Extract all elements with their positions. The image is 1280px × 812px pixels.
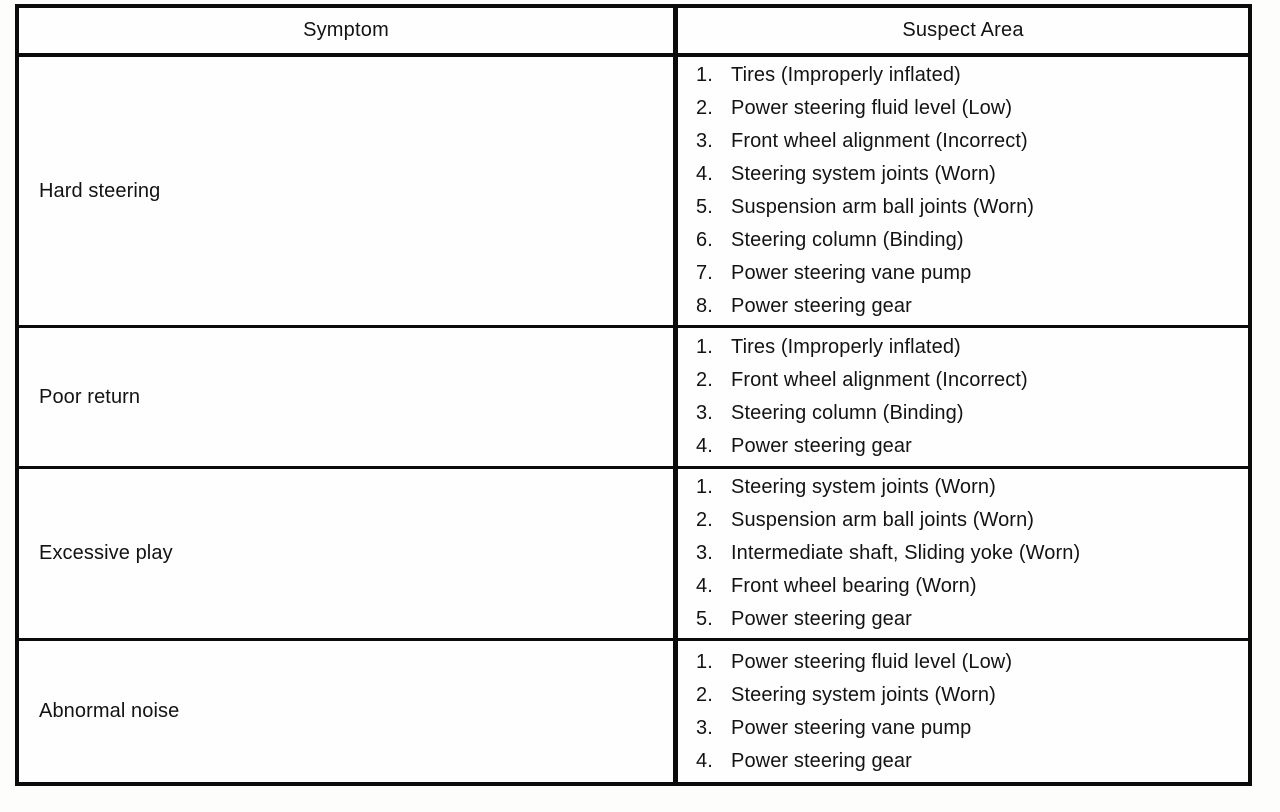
symptom-cell: Abnormal noise xyxy=(19,641,678,782)
suspect-item: 1. Tires (Improperly inflated) xyxy=(696,331,1242,364)
suspect-item-text: Power steering vane pump xyxy=(731,716,972,739)
suspect-item-number: 1. xyxy=(696,64,713,86)
suspect-item-number: 1. xyxy=(696,336,713,358)
suspect-area-cell: 1. Tires (Improperly inflated) 2. Power ste… xyxy=(678,57,1248,325)
suspect-item-text: Tires (Improperly inflated) xyxy=(731,336,961,358)
suspect-item: 3. Front wheel alignment (Incorrect) xyxy=(696,125,1242,158)
suspect-item: 1. Power steering fluid level (Low) xyxy=(696,646,1242,679)
suspect-item-text: Power steering fluid level (Low) xyxy=(731,97,1013,119)
suspect-item-number: 2. xyxy=(696,369,713,391)
suspect-item-text: Power steering vane pump xyxy=(731,262,972,284)
suspect-item: 3. Power steering vane pump xyxy=(696,712,1242,745)
suspect-item-number: 4. xyxy=(696,575,713,597)
suspect-item-text: Steering system joints (Worn) xyxy=(731,476,996,498)
suspect-item: 2. Power steering fluid level (Low) xyxy=(696,92,1242,125)
troubleshooting-table: Symptom Suspect Area Hard steering 1. Tire… xyxy=(15,4,1252,786)
suspect-item: 2. Suspension arm ball joints (Worn) xyxy=(696,504,1242,537)
suspect-item-number: 8. xyxy=(696,295,713,317)
column-header-suspect-area: Suspect Area xyxy=(902,19,1024,41)
suspect-item-text: Power steering fluid level (Low) xyxy=(731,650,1013,673)
suspect-item-number: 3. xyxy=(696,402,713,424)
suspect-item-number: 3. xyxy=(696,716,713,739)
suspect-item-text: Steering column (Binding) xyxy=(731,229,964,251)
suspect-item: 4. Power steering gear xyxy=(696,745,1242,778)
suspect-item: 2. Front wheel alignment (Incorrect) xyxy=(696,364,1242,397)
table-row: Excessive play 1. Steering system joints (… xyxy=(19,469,1248,641)
suspect-item-text: Steering system joints (Worn) xyxy=(731,683,996,706)
suspect-item: 1. Tires (Improperly inflated) xyxy=(696,59,1242,92)
table-row: Abnormal noise 1. Power steering fluid lev… xyxy=(19,641,1248,782)
suspect-item-number: 5. xyxy=(696,608,713,630)
suspect-item-text: Suspension arm ball joints (Worn) xyxy=(731,196,1035,218)
suspect-item-text: Tires (Improperly inflated) xyxy=(731,64,961,86)
suspect-item: 5. Suspension arm ball joints (Worn) xyxy=(696,191,1242,224)
symptom-cell: Poor return xyxy=(19,328,678,466)
suspect-item: 4. Steering system joints (Worn) xyxy=(696,158,1242,191)
table-row: Hard steering 1. Tires (Improperly inflate… xyxy=(19,57,1248,328)
suspect-item-number: 6. xyxy=(696,229,713,251)
table-body: Hard steering 1. Tires (Improperly inflate… xyxy=(19,57,1248,782)
suspect-item-number: 5. xyxy=(696,196,713,218)
suspect-item: 7. Power steering vane pump xyxy=(696,257,1242,290)
suspect-area-cell: 1. Steering system joints (Worn) 2. Suspens… xyxy=(678,469,1248,638)
suspect-item-number: 4. xyxy=(696,435,713,457)
suspect-item-number: 3. xyxy=(696,542,713,564)
suspect-area-cell: 1. Power steering fluid level (Low) 2. Stee… xyxy=(678,641,1248,782)
suspect-area-cell: 1. Tires (Improperly inflated) 2. Front whe… xyxy=(678,328,1248,466)
suspect-item-number: 2. xyxy=(696,683,713,706)
suspect-item: 4. Power steering gear xyxy=(696,430,1242,463)
suspect-item-text: Front wheel alignment (Incorrect) xyxy=(731,369,1028,391)
suspect-item-text: Power steering gear xyxy=(731,435,912,457)
suspect-item-text: Front wheel bearing (Worn) xyxy=(731,575,977,597)
suspect-item: 3. Intermediate shaft, Sliding yoke (Worn… xyxy=(696,537,1242,570)
suspect-item: 8. Power steering gear xyxy=(696,290,1242,323)
suspect-item-text: Suspension arm ball joints (Worn) xyxy=(731,509,1035,531)
suspect-item: 4. Front wheel bearing (Worn) xyxy=(696,570,1242,603)
suspect-item-number: 3. xyxy=(696,130,713,152)
suspect-item: 5. Power steering gear xyxy=(696,603,1242,636)
suspect-item-text: Front wheel alignment (Incorrect) xyxy=(731,130,1028,152)
suspect-item-number: 1. xyxy=(696,476,713,498)
suspect-item-text: Steering system joints (Worn) xyxy=(731,163,996,185)
suspect-item-number: 1. xyxy=(696,650,713,673)
suspect-item-text: Power steering gear xyxy=(731,295,912,317)
suspect-item-number: 2. xyxy=(696,97,713,119)
table-header-row: Symptom Suspect Area xyxy=(19,8,1248,57)
suspect-item-text: Power steering gear xyxy=(731,608,912,630)
suspect-item-number: 7. xyxy=(696,262,713,284)
table-row: Poor return 1. Tires (Improperly inflated)… xyxy=(19,328,1248,469)
suspect-item-number: 4. xyxy=(696,749,713,772)
symptom-cell: Excessive play xyxy=(19,469,678,638)
suspect-item: 1. Steering system joints (Worn) xyxy=(696,471,1242,504)
suspect-item-number: 4. xyxy=(696,163,713,185)
suspect-item: 2. Steering system joints (Worn) xyxy=(696,679,1242,712)
suspect-item-text: Steering column (Binding) xyxy=(731,402,964,424)
suspect-item: 3. Steering column (Binding) xyxy=(696,397,1242,430)
suspect-item-number: 2. xyxy=(696,509,713,531)
suspect-item-text: Power steering gear xyxy=(731,749,912,772)
suspect-item-text: Intermediate shaft, Sliding yoke (Worn) xyxy=(731,542,1081,564)
column-header-symptom: Symptom xyxy=(19,8,678,53)
suspect-item: 6. Steering column (Binding) xyxy=(696,224,1242,257)
symptom-cell: Hard steering xyxy=(19,57,678,325)
